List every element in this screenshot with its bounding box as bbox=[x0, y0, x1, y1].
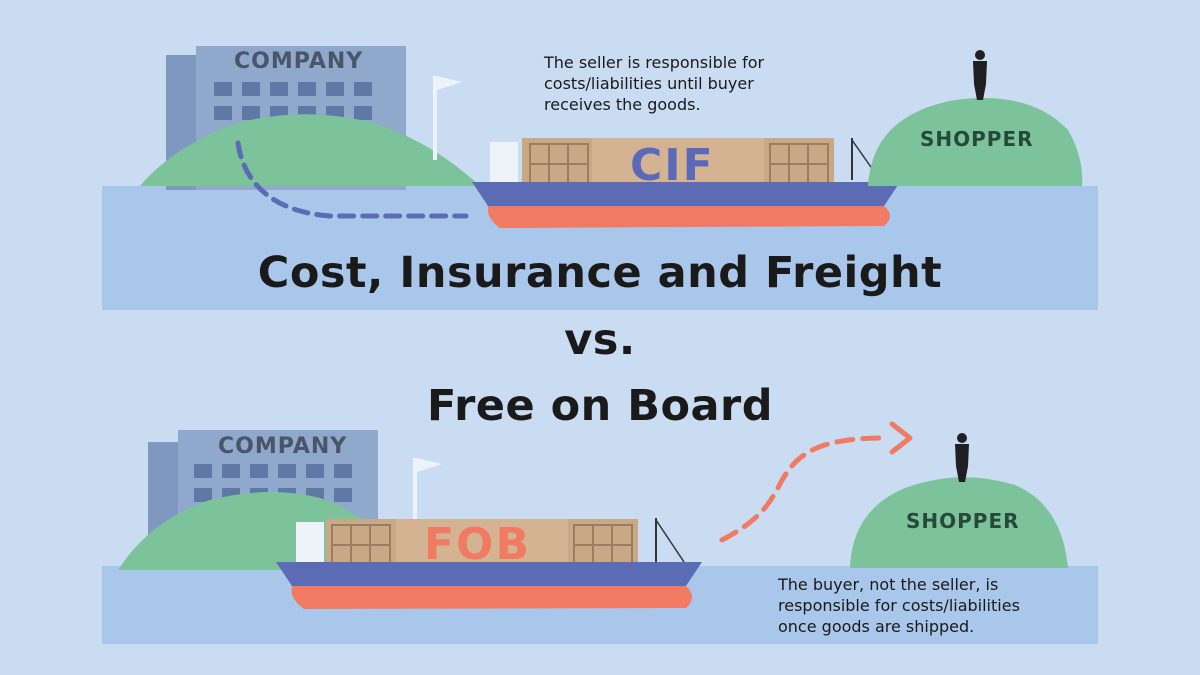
top-person-icon bbox=[973, 50, 987, 100]
top-right-island bbox=[868, 98, 1083, 186]
top-company-label: COMPANY bbox=[234, 49, 364, 74]
arrow-right-icon bbox=[889, 421, 913, 455]
top-cargo-label: CIF bbox=[630, 140, 715, 191]
top-shopper-label: SHOPPER bbox=[920, 127, 1034, 151]
bottom-company-label: COMPANY bbox=[218, 434, 348, 459]
top-ship-icon bbox=[472, 138, 900, 228]
cif-panel bbox=[102, 46, 1098, 310]
bottom-buyer-route bbox=[719, 421, 913, 543]
bottom-person-icon bbox=[955, 433, 969, 482]
bottom-ship-icon bbox=[276, 518, 702, 609]
heading-line-3: Free on Board bbox=[426, 381, 774, 431]
bottom-right-island bbox=[850, 477, 1068, 568]
top-seller-route bbox=[235, 140, 469, 219]
heading-line-1: Cost, Insurance and Freight bbox=[257, 248, 943, 298]
bottom-cargo-label: FOB bbox=[424, 519, 531, 570]
bottom-buyer-note: The buyer, not the seller, is responsibl… bbox=[778, 575, 1020, 636]
fob-panel bbox=[102, 421, 1098, 644]
bottom-shopper-label: SHOPPER bbox=[906, 509, 1020, 533]
heading-line-2: vs. bbox=[564, 315, 636, 365]
top-flag-icon bbox=[433, 76, 462, 160]
top-left-island bbox=[140, 114, 480, 186]
bottom-flag-icon bbox=[413, 458, 442, 532]
top-seller-note: The seller is responsible for costs/liab… bbox=[544, 53, 765, 114]
